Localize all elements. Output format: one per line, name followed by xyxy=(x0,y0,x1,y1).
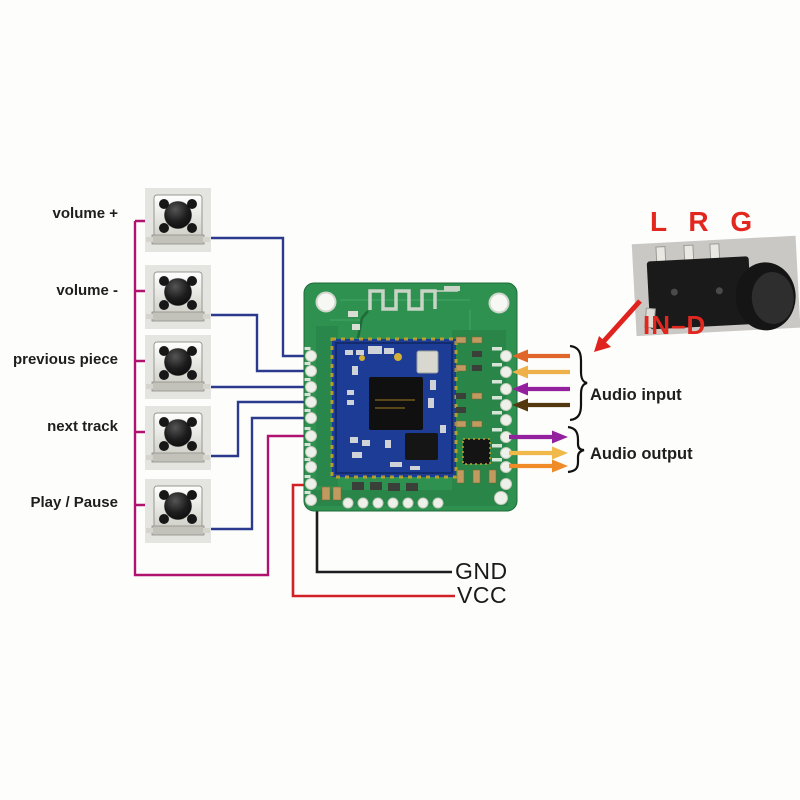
audio-output-label: Audio output xyxy=(590,445,693,463)
button-label-previous-piece: previous piece xyxy=(12,351,118,368)
audio-jack-photo xyxy=(631,235,800,337)
left-pad-column xyxy=(305,350,317,506)
jack-body xyxy=(646,256,752,330)
bottom-pad-row xyxy=(342,497,444,509)
crystal-component xyxy=(416,350,439,374)
tactile-button-volume-plus xyxy=(144,187,212,253)
jack-pin-labels: L R G xyxy=(650,206,760,237)
vcc-label: VCC xyxy=(457,582,508,608)
wire-play-pause xyxy=(202,416,306,531)
antenna-trace xyxy=(348,286,460,339)
tactile-button-previous-piece xyxy=(144,334,212,400)
bluetooth-module xyxy=(330,337,458,479)
tactile-button-play-pause xyxy=(144,478,212,544)
vcc-wire xyxy=(291,483,455,598)
right-pad-column xyxy=(494,350,512,505)
button-label-play-pause: Play / Pause xyxy=(30,494,118,511)
tactile-button-next-track xyxy=(144,405,212,471)
audio-input-label: Audio input xyxy=(590,386,682,404)
mounting-hole-right xyxy=(488,292,510,314)
pcb-board xyxy=(303,282,518,512)
wire-button-signals xyxy=(202,236,306,531)
wire-next-track xyxy=(202,400,306,458)
red-pointer-arrow xyxy=(594,299,642,352)
input-brace xyxy=(569,344,588,422)
jack-in-d-label: IN–D xyxy=(643,310,707,340)
wire-volume-minus xyxy=(202,313,306,373)
audio-output-arrows xyxy=(509,430,568,473)
gnd-wire xyxy=(315,504,452,574)
button-label-volume-minus: volume - xyxy=(56,282,118,299)
tactile-button-volume-minus xyxy=(144,264,212,330)
main-chip xyxy=(369,377,423,430)
wire-volume-plus xyxy=(202,236,306,358)
button-label-next-track: next track xyxy=(47,418,118,435)
mounting-hole-left xyxy=(315,291,337,313)
gnd-label: GND xyxy=(455,558,508,584)
audio-input-arrows xyxy=(512,349,570,412)
board-smd-parts xyxy=(321,336,497,501)
button-label-volume-plus: volume + xyxy=(52,205,118,222)
wire-common-bus xyxy=(133,219,306,577)
codec-chip xyxy=(463,439,490,464)
silkscreen-marks xyxy=(304,347,502,494)
output-brace xyxy=(567,425,585,474)
secondary-chip xyxy=(405,433,438,460)
module-smd-parts xyxy=(345,346,446,470)
